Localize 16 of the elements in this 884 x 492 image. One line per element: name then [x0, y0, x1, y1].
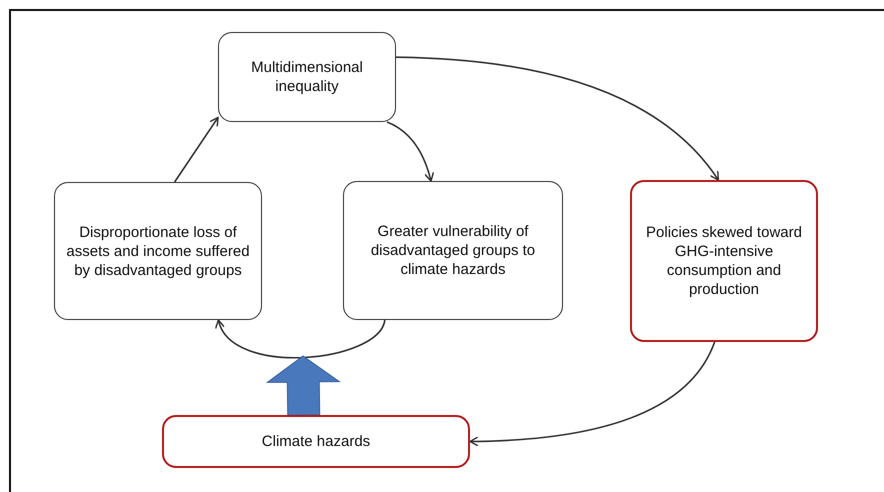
box-text: Climate hazards — [262, 433, 370, 450]
process-box — [343, 181, 563, 320]
process-box — [218, 32, 396, 122]
arrow — [386, 121, 434, 182]
block-arrow — [266, 355, 341, 416]
box-text: Disproportionate loss of assets and income suffered by disadvantaged groups — [66, 224, 250, 278]
process-box — [630, 180, 818, 342]
box-text: Multidimensional inequality — [251, 59, 363, 95]
process-box — [54, 182, 262, 320]
arrow — [396, 56, 720, 181]
arrow — [174, 116, 219, 182]
arrow — [469, 342, 716, 446]
box-text: Policies skewed toward GHG-intensive consumption and production — [646, 224, 802, 298]
box-text: Greater vulnerability of disadvantaged groups to climate hazards — [370, 223, 536, 278]
arrow — [216, 319, 386, 358]
process-box — [162, 415, 470, 468]
